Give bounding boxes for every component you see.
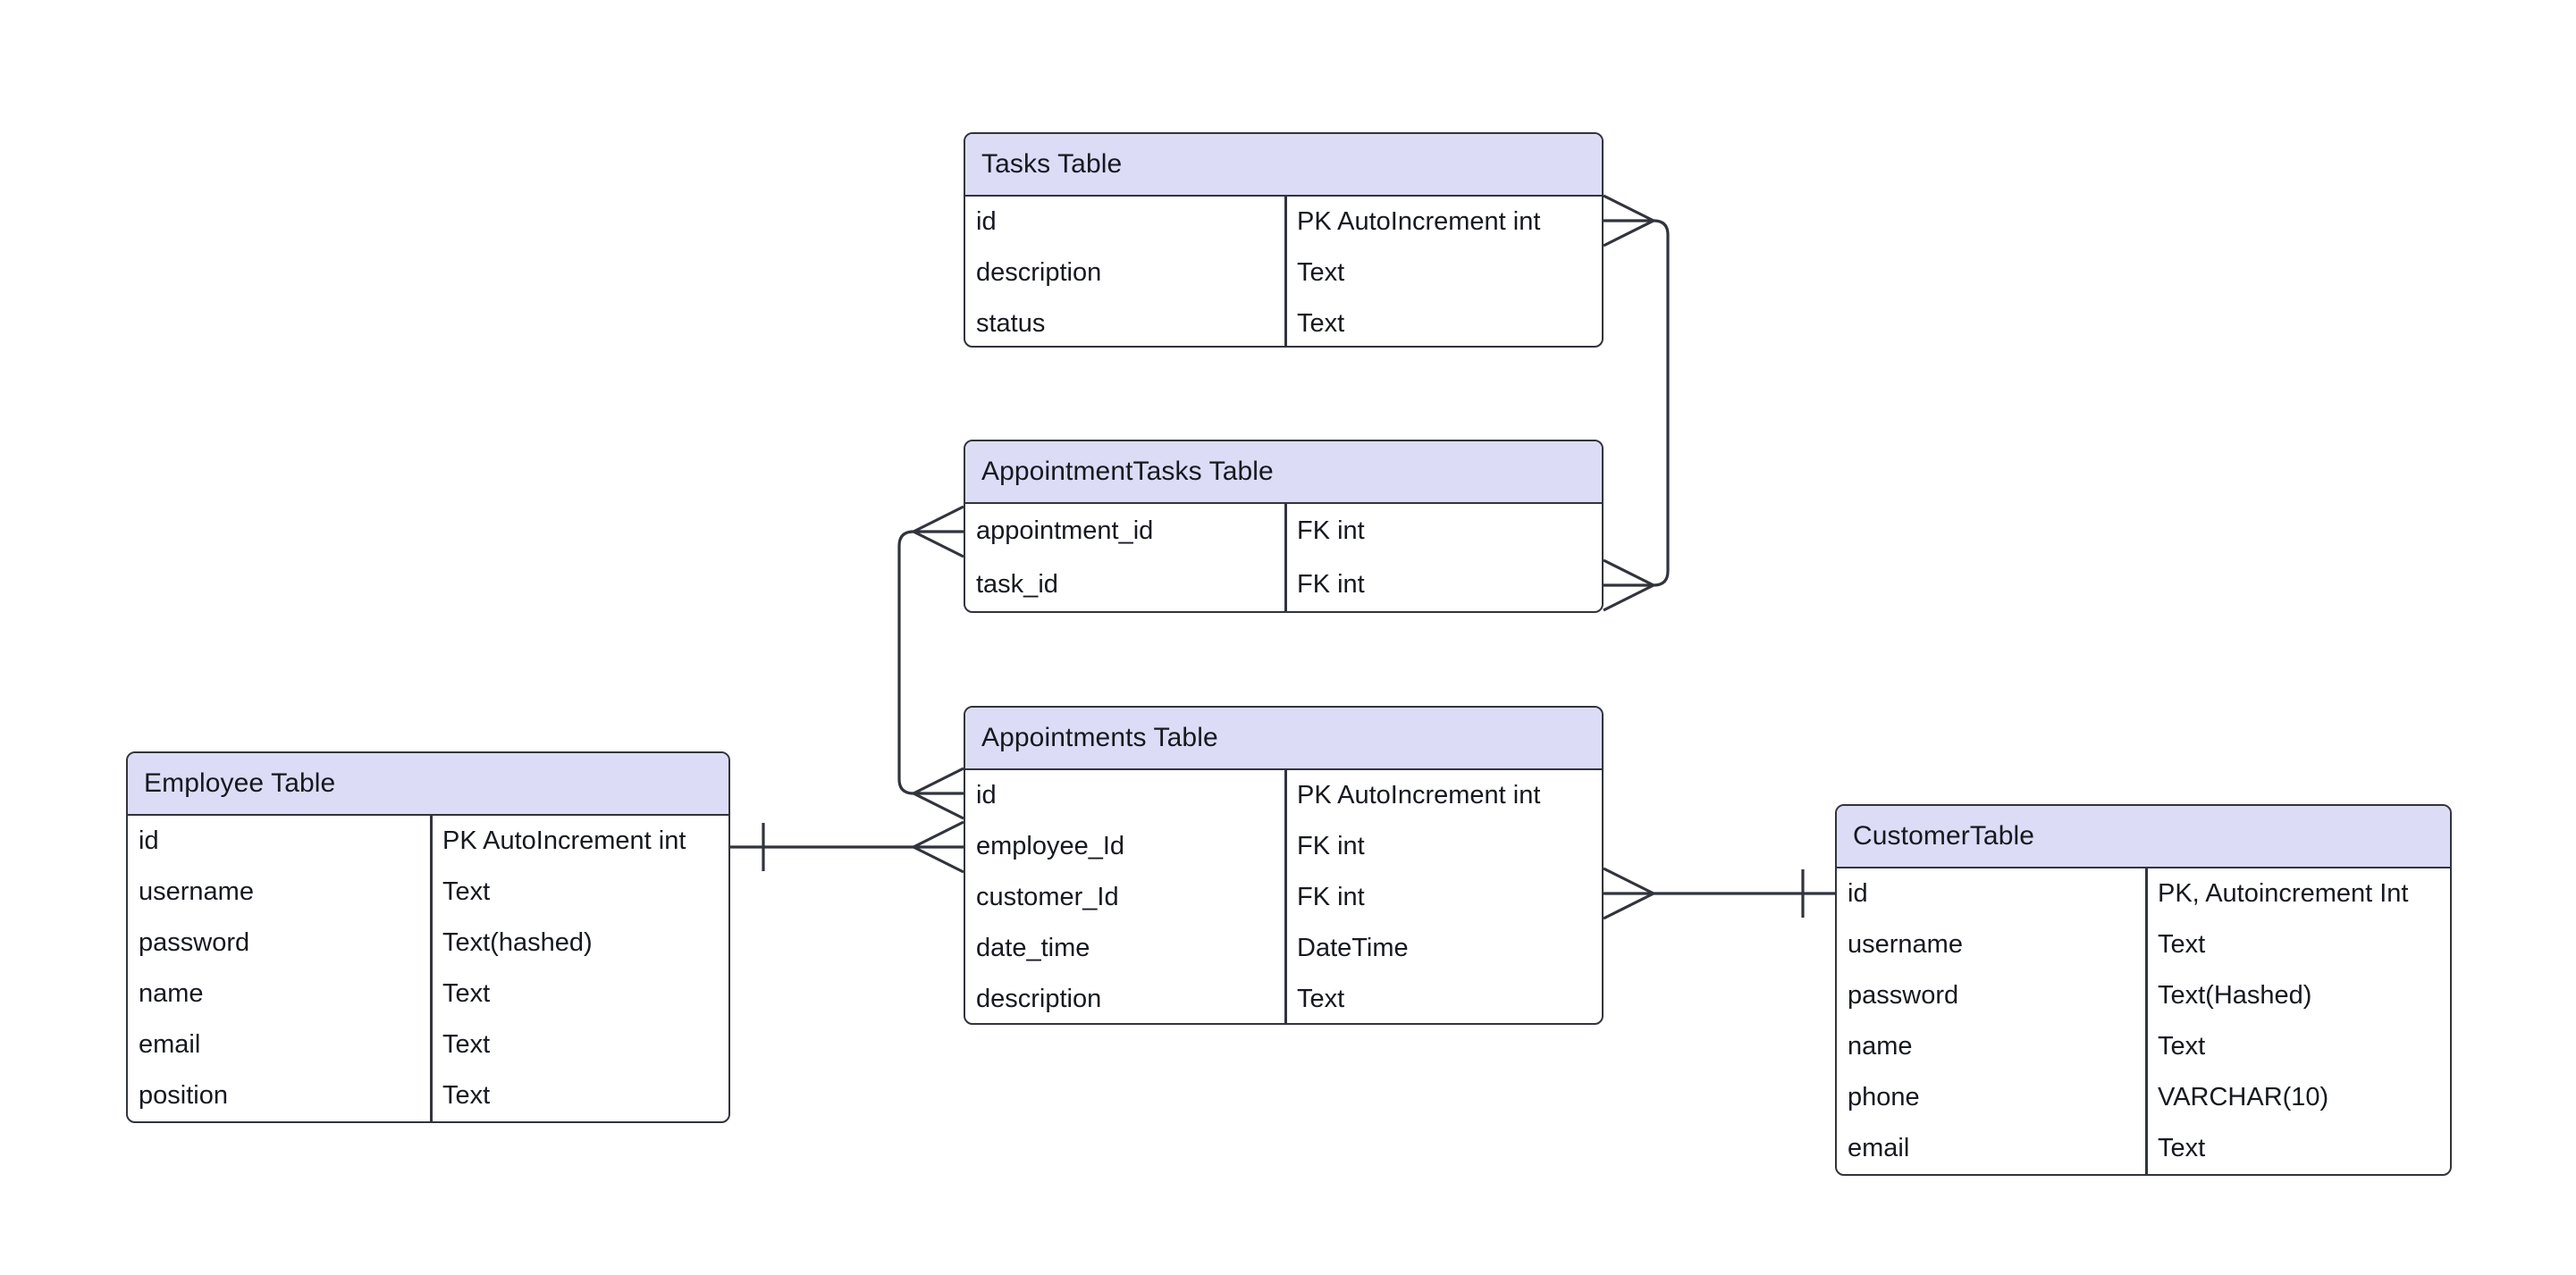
attribute-name: password xyxy=(1848,983,1959,1009)
attribute-type: Text xyxy=(1297,986,1345,1012)
attribute-row[interactable]: status Text xyxy=(965,298,1602,346)
attribute-type: FK int xyxy=(1297,571,1365,598)
attribute-type: PK, Autoincrement Int xyxy=(2158,881,2409,907)
entity-header-appointments: Appointments Table xyxy=(965,708,1602,770)
entity-body-customer: id PK, Autoincrement Int username Text p… xyxy=(1837,868,2450,1174)
attribute-row[interactable]: task_id FK int xyxy=(965,558,1602,611)
attribute-type: Text xyxy=(442,879,491,905)
attribute-type: VARCHAR(10) xyxy=(2158,1085,2329,1111)
attribute-row[interactable]: phone VARCHAR(10) xyxy=(1837,1072,2450,1123)
attribute-type: Text xyxy=(442,1032,491,1058)
attribute-row[interactable]: date_time DateTime xyxy=(965,923,1602,974)
attribute-row[interactable]: name Text xyxy=(128,969,728,1019)
column-divider-customer xyxy=(2145,868,2148,1174)
attribute-name: id xyxy=(976,783,997,809)
attribute-type: Text xyxy=(442,1083,491,1109)
attribute-row[interactable]: employee_Id FK int xyxy=(965,821,1602,872)
attribute-type: PK AutoIncrement int xyxy=(442,828,686,854)
entity-appointments-table[interactable]: Appointments Table id PK AutoIncrement i… xyxy=(964,706,1604,1025)
column-divider-tasks xyxy=(1284,197,1287,346)
attribute-type: PK AutoIncrement int xyxy=(1297,209,1541,235)
attribute-name: email xyxy=(139,1032,201,1058)
column-divider-appointmenttasks xyxy=(1284,504,1287,611)
attribute-type: FK int xyxy=(1297,517,1365,544)
connector-employee-appointments xyxy=(730,820,964,874)
entity-title-appointments: Appointments Table xyxy=(981,723,1218,752)
entity-body-tasks: id PK AutoIncrement int description Text… xyxy=(965,197,1602,346)
attribute-row[interactable]: name Text xyxy=(1837,1021,2450,1072)
attribute-type: Text(hashed) xyxy=(442,930,593,956)
attribute-name: name xyxy=(1848,1034,1913,1060)
attribute-type: FK int xyxy=(1297,834,1365,860)
attribute-name: id xyxy=(976,209,997,235)
attribute-row[interactable]: username Text xyxy=(1837,919,2450,970)
entity-header-appointmenttasks: AppointmentTasks Table xyxy=(965,441,1602,504)
attribute-name: email xyxy=(1848,1136,1910,1162)
attribute-row[interactable]: description Text xyxy=(965,974,1602,1023)
entity-header-customer: CustomerTable xyxy=(1837,806,2450,868)
attribute-name: password xyxy=(139,930,250,956)
attribute-name: employee_Id xyxy=(976,834,1125,860)
attribute-name: status xyxy=(976,311,1046,337)
attribute-row[interactable]: description Text xyxy=(965,247,1602,298)
entity-customer-table[interactable]: CustomerTable id PK, Autoincrement Int u… xyxy=(1835,804,2452,1176)
attribute-type: DateTime xyxy=(1297,935,1409,961)
connector-appointments-customer xyxy=(1603,867,1835,920)
attribute-row[interactable]: position Text xyxy=(128,1070,728,1121)
attribute-name: task_id xyxy=(976,571,1058,598)
attribute-row[interactable]: customer_Id FK int xyxy=(965,872,1602,923)
attribute-name: id xyxy=(139,828,159,854)
attribute-name: phone xyxy=(1848,1085,1920,1111)
attribute-name: description xyxy=(976,260,1102,286)
attribute-row[interactable]: id PK AutoIncrement int xyxy=(965,770,1602,821)
attribute-type: Text xyxy=(442,981,491,1007)
attribute-type: FK int xyxy=(1297,885,1365,910)
column-divider-employee xyxy=(430,816,433,1121)
entity-title-customer: CustomerTable xyxy=(1853,821,2035,851)
attribute-row[interactable]: email Text xyxy=(1837,1123,2450,1174)
attribute-name: username xyxy=(1848,932,1963,958)
attribute-row[interactable]: password Text(Hashed) xyxy=(1837,970,2450,1021)
entity-title-tasks: Tasks Table xyxy=(981,149,1123,179)
entity-employee-table[interactable]: Employee Table id PK AutoIncrement int u… xyxy=(126,751,730,1123)
attribute-type: Text(Hashed) xyxy=(2158,983,2312,1009)
attribute-type: Text xyxy=(2158,1034,2206,1060)
attribute-name: appointment_id xyxy=(976,517,1154,544)
entity-title-appointmenttasks: AppointmentTasks Table xyxy=(981,457,1274,486)
attribute-name: id xyxy=(1848,881,1868,907)
entity-header-employee: Employee Table xyxy=(128,753,728,816)
connector-tasks-appointmenttasks xyxy=(1603,194,1670,612)
attribute-row[interactable]: appointment_id FK int xyxy=(965,504,1602,558)
entity-title-employee: Employee Table xyxy=(144,768,336,798)
attribute-type: Text xyxy=(2158,1136,2206,1162)
attribute-type: PK AutoIncrement int xyxy=(1297,783,1541,809)
attribute-name: position xyxy=(139,1083,228,1109)
attribute-name: description xyxy=(976,986,1102,1012)
attribute-row[interactable]: id PK, Autoincrement Int xyxy=(1837,868,2450,919)
column-divider-appointments xyxy=(1284,770,1287,1023)
entity-appointmenttasks-table[interactable]: AppointmentTasks Table appointment_id FK… xyxy=(964,440,1604,613)
attribute-type: Text xyxy=(1297,311,1345,337)
connector-appointmenttasks-appointments xyxy=(897,505,964,820)
attribute-name: username xyxy=(139,879,254,905)
attribute-name: name xyxy=(139,981,204,1007)
attribute-row[interactable]: username Text xyxy=(128,867,728,918)
entity-body-appointmenttasks: appointment_id FK int task_id FK int xyxy=(965,504,1602,611)
attribute-type: Text xyxy=(2158,932,2206,958)
entity-body-employee: id PK AutoIncrement int username Text pa… xyxy=(128,816,728,1121)
entity-body-appointments: id PK AutoIncrement int employee_Id FK i… xyxy=(965,770,1602,1023)
attribute-type: Text xyxy=(1297,260,1345,286)
attribute-name: date_time xyxy=(976,935,1090,961)
attribute-row[interactable]: password Text(hashed) xyxy=(128,918,728,969)
attribute-name: customer_Id xyxy=(976,885,1119,910)
attribute-row[interactable]: id PK AutoIncrement int xyxy=(128,816,728,867)
attribute-row[interactable]: id PK AutoIncrement int xyxy=(965,197,1602,247)
attribute-row[interactable]: email Text xyxy=(128,1019,728,1070)
entity-tasks-table[interactable]: Tasks Table id PK AutoIncrement int desc… xyxy=(964,132,1604,348)
entity-header-tasks: Tasks Table xyxy=(965,134,1602,197)
